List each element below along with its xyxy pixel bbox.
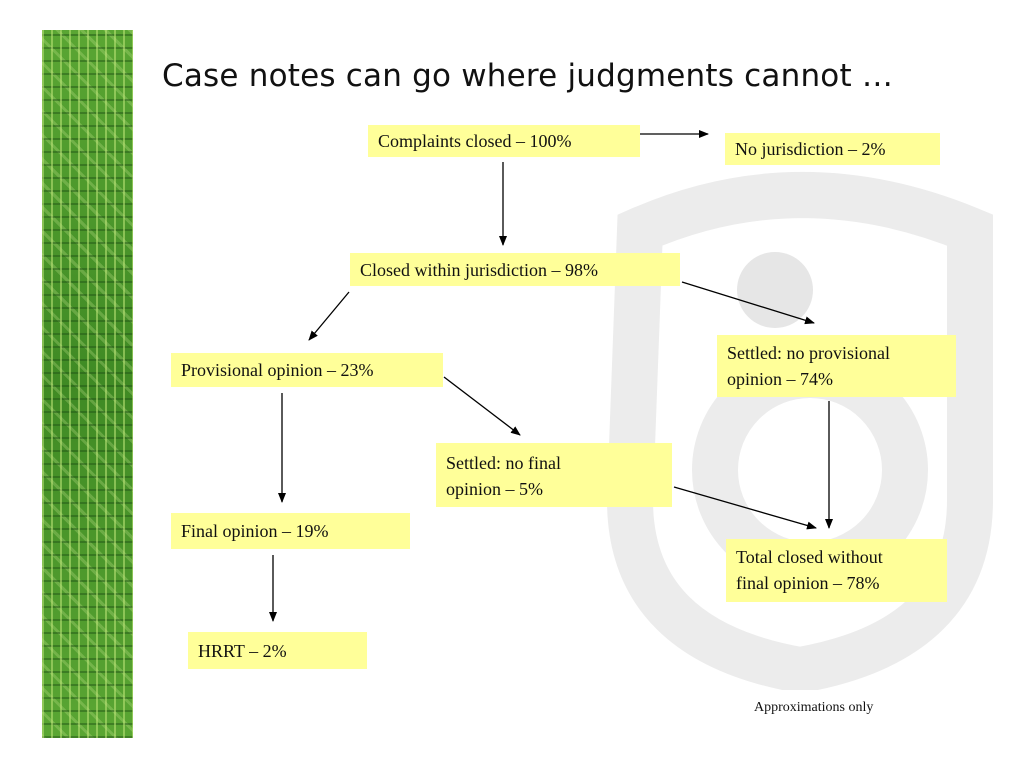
node-label: No jurisdiction – 2% [735, 139, 886, 159]
node-complaints-closed: Complaints closed – 100% [368, 125, 640, 157]
arrow-to-settled-no-provisional [681, 281, 815, 325]
arrow-to-settled-no-final [443, 376, 521, 436]
slide-title: Case notes can go where judgments cannot… [162, 58, 894, 94]
footnote: Approximations only [754, 700, 874, 715]
node-label-line1: Total closed without [736, 547, 883, 567]
node-settled-no-provisional: Settled: no provisional opinion – 74% [717, 335, 956, 397]
node-label-line1: Settled: no provisional [727, 343, 890, 363]
node-final-opinion: Final opinion – 19% [171, 513, 410, 549]
arrow-settled-final-to-total [673, 486, 817, 530]
node-provisional-opinion: Provisional opinion – 23% [171, 353, 443, 387]
node-hrrt: HRRT – 2% [188, 632, 367, 669]
node-settled-no-final: Settled: no final opinion – 5% [436, 443, 672, 507]
node-closed-within-jurisdiction: Closed within jurisdiction – 98% [350, 253, 680, 286]
node-no-jurisdiction: No jurisdiction – 2% [725, 133, 940, 165]
node-label: Closed within jurisdiction – 98% [360, 260, 598, 280]
node-label-line2: opinion – 74% [727, 369, 833, 389]
node-label-line1: Settled: no final [446, 453, 561, 473]
node-label: Complaints closed – 100% [378, 131, 572, 151]
node-label: Final opinion – 19% [181, 521, 329, 541]
node-label-line2: opinion – 5% [446, 479, 543, 499]
circuit-board-side-strip [42, 30, 133, 738]
node-total-closed-without-final: Total closed without final opinion – 78% [726, 539, 947, 602]
node-label: Provisional opinion – 23% [181, 360, 374, 380]
arrow-to-provisional-opinion [308, 291, 350, 341]
node-label-line2: final opinion – 78% [736, 573, 880, 593]
node-label: HRRT – 2% [198, 641, 287, 661]
